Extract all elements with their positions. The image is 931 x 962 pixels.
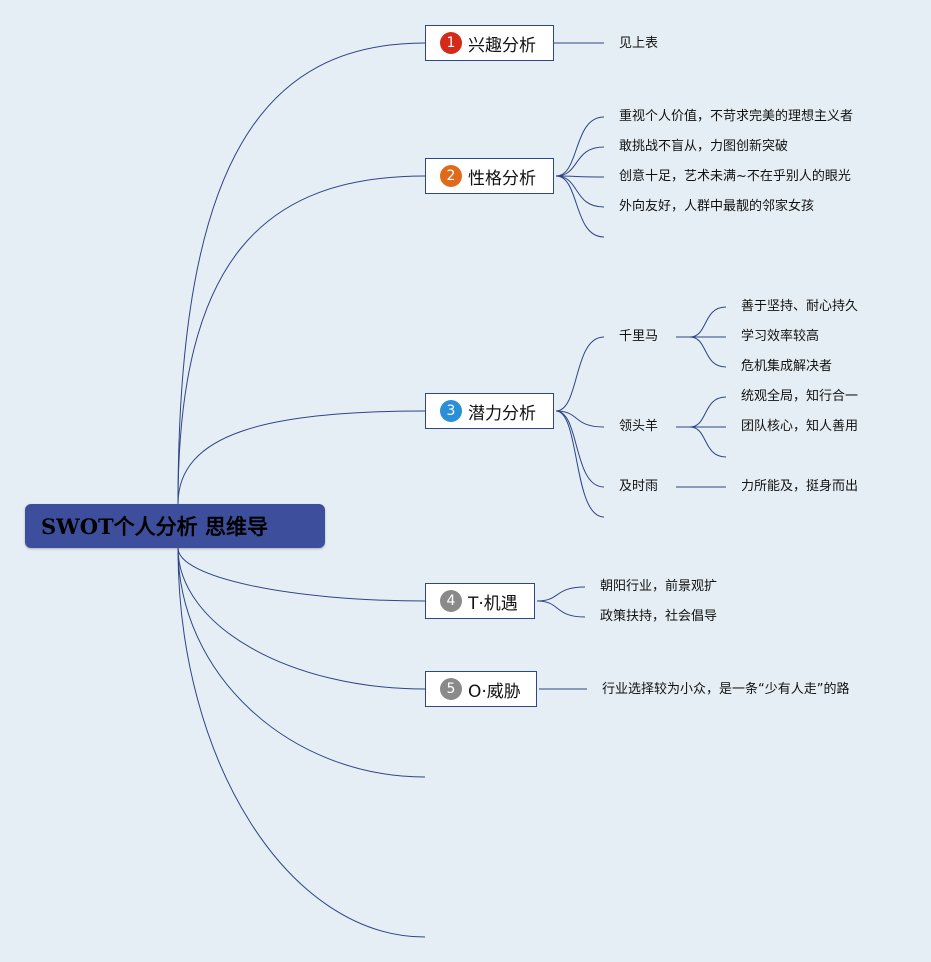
- leaf-item: 善于坚持、耐心持久: [741, 299, 859, 314]
- root-connector: [177, 547, 426, 938]
- leaf-item: 力所能及，挺身而出: [741, 479, 859, 494]
- branch-interest[interactable]: 1 兴趣分析: [425, 25, 554, 61]
- group-connector: [689, 306, 727, 338]
- branch-connector: [555, 146, 605, 177]
- root-connector: [177, 547, 426, 690]
- leaf-item: 敢挑战不盲从，力图创新突破: [619, 139, 789, 154]
- number-3-icon: 3: [440, 400, 462, 422]
- leaf-item: 危机集成解决者: [741, 359, 833, 374]
- branch-threat[interactable]: 5 O·威胁: [425, 671, 537, 707]
- group-label: 领头羊: [619, 419, 659, 434]
- number-4-icon: 4: [440, 590, 462, 612]
- branch-connector: [555, 336, 605, 412]
- branch-label: 性格分析: [468, 168, 536, 189]
- branch-connector: [536, 586, 586, 602]
- group-connector: [689, 396, 727, 428]
- root-connector: [177, 410, 426, 505]
- number-2-icon: 2: [440, 165, 462, 187]
- branch-connector: [555, 175, 605, 178]
- branch-connector: [555, 410, 605, 518]
- group-connector: [689, 336, 727, 368]
- leaf-item: 见上表: [619, 36, 659, 51]
- leaf-item: 外向友好，人群中最靓的邻家女孩: [619, 199, 815, 214]
- branch-personality[interactable]: 2 性格分析: [425, 158, 554, 194]
- branch-label: 潜力分析: [468, 403, 536, 424]
- root-connector: [177, 547, 426, 778]
- branch-opportunity[interactable]: 4 T·机遇: [425, 583, 535, 619]
- leaf-item: 统观全局，知行合一: [741, 389, 859, 404]
- branch-connector: [555, 116, 605, 177]
- number-5-icon: 5: [440, 678, 462, 700]
- number-1-icon: 1: [440, 32, 462, 54]
- leaf-item: 行业选择较为小众，是一条“少有人走”的路: [602, 682, 850, 697]
- leaf-item: 学习效率较高: [741, 329, 820, 344]
- root-node[interactable]: SWOT个人分析 思维导: [25, 504, 325, 548]
- branch-label: O·威胁: [468, 681, 521, 702]
- branch-connector: [555, 410, 605, 428]
- branch-connector: [536, 600, 586, 618]
- branch-label: T·机遇: [468, 593, 518, 614]
- leaf-item: 朝阳行业，前景观扩: [600, 579, 718, 594]
- group-label: 及时雨: [619, 479, 659, 494]
- root-connector: [177, 42, 426, 505]
- root-connector: [177, 547, 426, 602]
- branch-potential[interactable]: 3 潜力分析: [425, 393, 554, 429]
- branch-label: 兴趣分析: [468, 35, 536, 56]
- leaf-item: 政策扶持，社会倡导: [600, 609, 718, 624]
- group-label: 千里马: [619, 329, 659, 344]
- leaf-item: 重视个人价值，不苛求完美的理想主义者: [619, 109, 854, 124]
- root-connector: [177, 175, 426, 505]
- leaf-item: 团队核心，知人善用: [741, 419, 859, 434]
- root-title: SWOT个人分析 思维导: [41, 514, 268, 539]
- group-connector: [689, 426, 727, 458]
- leaf-item: 创意十足，艺术未满~不在乎别人的眼光: [619, 169, 851, 184]
- branch-connector: [555, 175, 605, 208]
- branch-connector: [555, 175, 605, 238]
